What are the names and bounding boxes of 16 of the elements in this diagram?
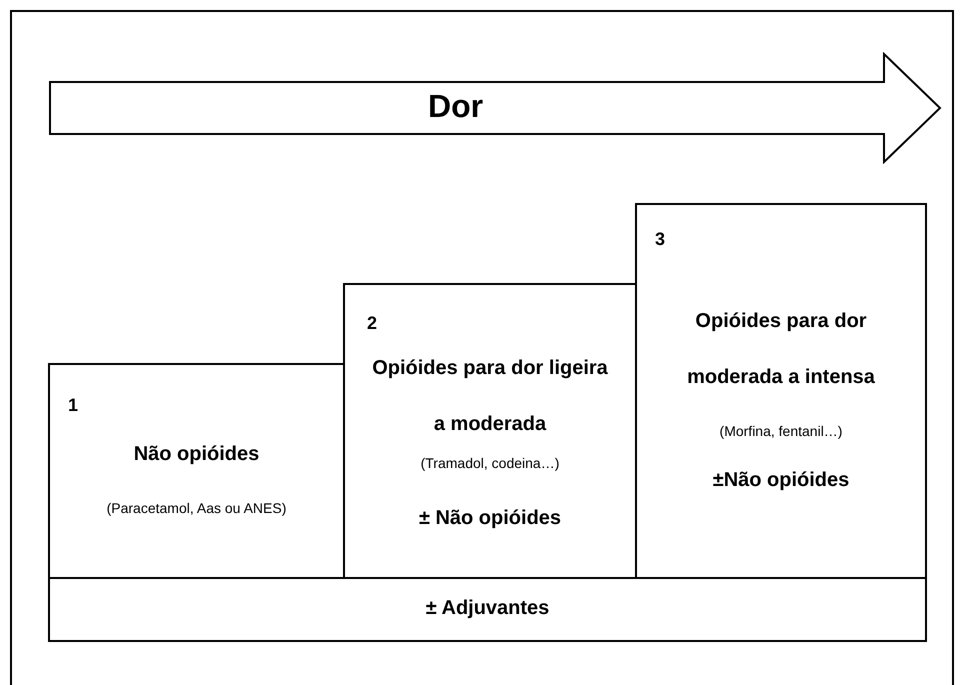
drug-examples: (Paracetamol, Aas ou ANES): [106, 500, 288, 516]
step-box: [48, 363, 345, 579]
step-title: Opióides para dor moderada a intensa: [686, 309, 876, 390]
step-number: 1: [68, 395, 78, 416]
step-note: ±Não opióides: [712, 469, 850, 492]
drug-examples: (Morfina, fentanil…): [718, 423, 844, 439]
step-title: Não opióides: [132, 443, 260, 466]
base-band: [48, 577, 927, 642]
step-box: [635, 203, 927, 579]
arrow-label: Dor: [428, 88, 484, 125]
drug-examples: (Tramadol, codeina…): [420, 455, 560, 471]
step-number: 2: [367, 313, 378, 334]
step-note: ± Não opióides: [418, 507, 562, 530]
step-number: 3: [655, 229, 666, 250]
step-title: Opióides para dor ligeira a moderada: [371, 356, 609, 437]
band-text: ± Adjuvantes: [424, 597, 550, 620]
